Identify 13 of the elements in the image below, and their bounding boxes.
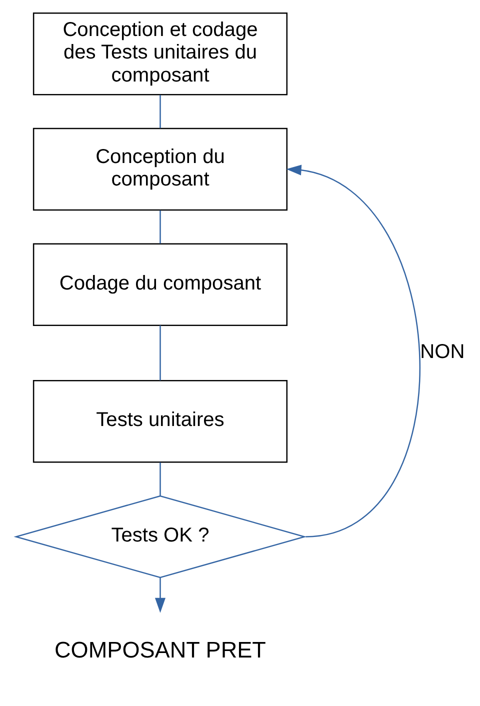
node-box: Conception du composant (32, 128, 288, 211)
node-box: Conception et codage des Tests unitaires du composant (32, 12, 288, 96)
node-box: Tests unitaires (32, 380, 288, 463)
node-text: COMPOSANT PRET (54, 638, 266, 663)
connector (159, 210, 160, 244)
connector (159, 325, 160, 380)
edge-label: NON (420, 340, 464, 363)
node-diamond: Tests OK ? (13, 495, 306, 578)
node-box: Codage du composant (32, 243, 288, 326)
connector (159, 462, 160, 496)
arrow (286, 164, 420, 538)
connector (159, 94, 160, 128)
arrow (154, 578, 165, 613)
